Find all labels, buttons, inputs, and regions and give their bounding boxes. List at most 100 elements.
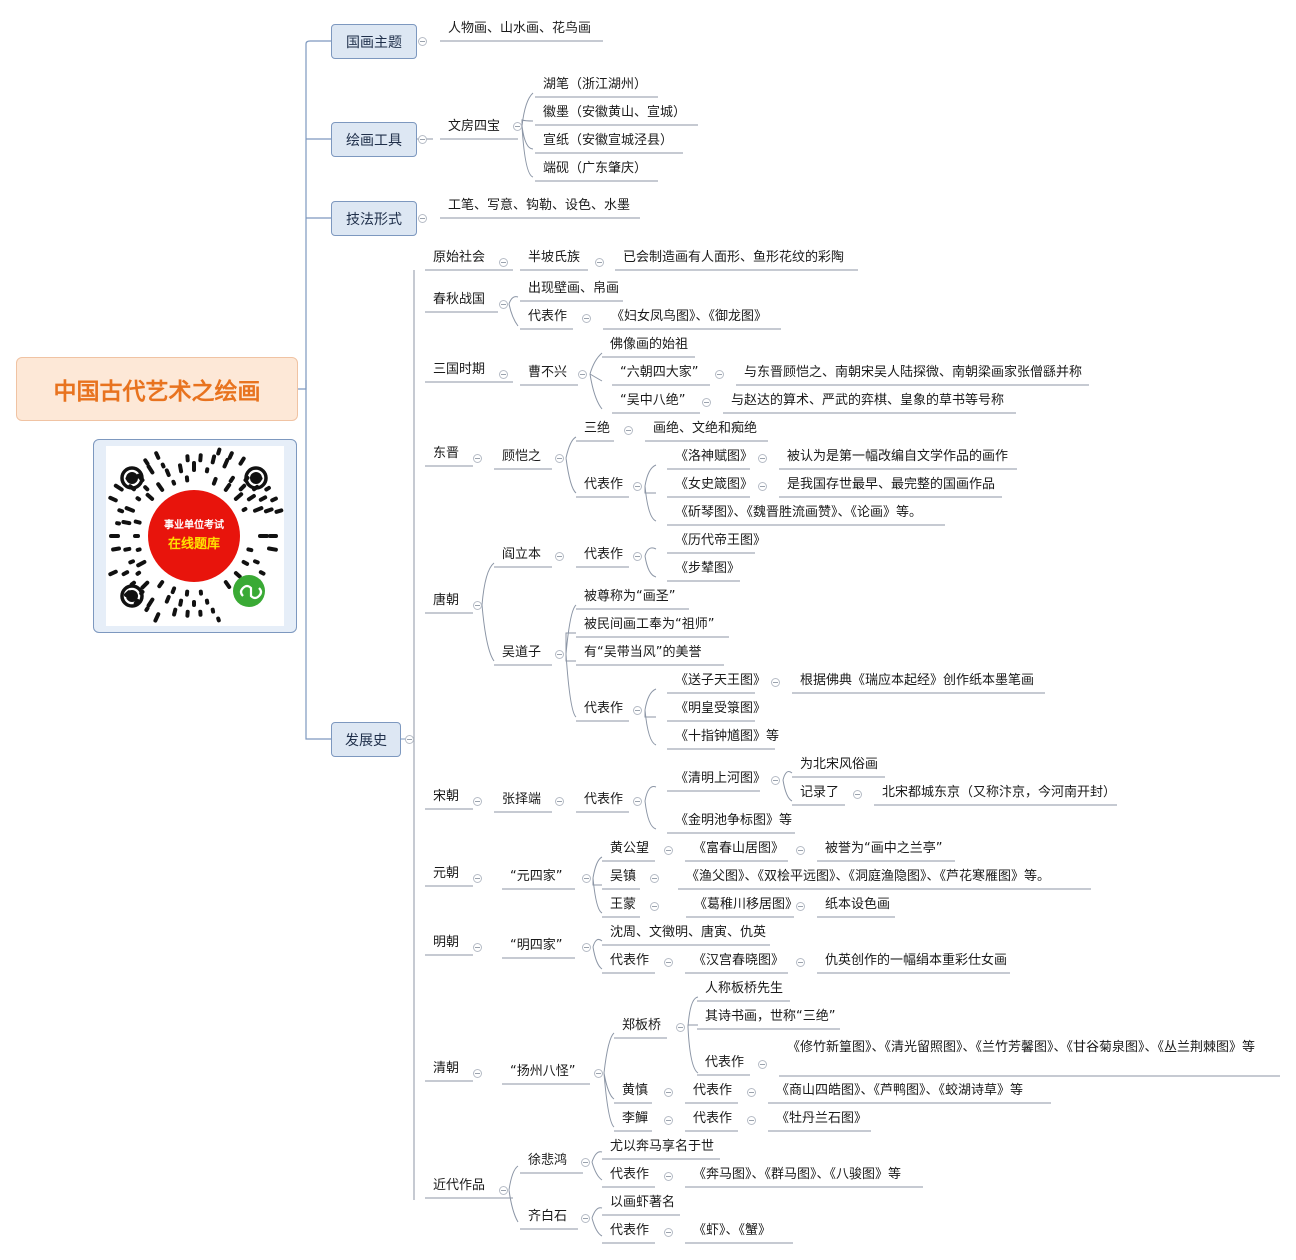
- node-text[interactable]: 湖笔（浙江湖州）: [543, 77, 648, 92]
- era-label[interactable]: 原始社会: [433, 250, 486, 265]
- node-text[interactable]: 根据佛典《瑞应本起经》创作纸本墨笔画: [800, 673, 1035, 688]
- node-text[interactable]: “扬州八怪”: [510, 1064, 576, 1079]
- collapse-toggle[interactable]: [594, 1069, 603, 1078]
- node-text[interactable]: “吴中八绝”: [620, 393, 686, 408]
- collapse-toggle[interactable]: [473, 943, 482, 952]
- collapse-toggle[interactable]: [555, 650, 564, 659]
- collapse-toggle[interactable]: [499, 258, 508, 267]
- node-text[interactable]: 文房四宝: [448, 119, 501, 134]
- node-text[interactable]: 被民间画工奉为“祖师”: [584, 617, 715, 632]
- collapse-toggle[interactable]: [473, 601, 482, 610]
- node-text[interactable]: 王蒙: [610, 897, 637, 912]
- node-text[interactable]: 郑板桥: [622, 1018, 662, 1033]
- node-text[interactable]: 沈周、文徵明、唐寅、仇英: [610, 925, 767, 940]
- era-label[interactable]: 唐朝: [433, 593, 460, 608]
- era-label[interactable]: 近代作品: [433, 1178, 486, 1193]
- collapse-toggle[interactable]: [747, 1116, 756, 1125]
- node-text[interactable]: 吴镇: [610, 869, 637, 884]
- node-text[interactable]: 《富春山居图》: [693, 841, 785, 856]
- node-text[interactable]: “元四家”: [510, 869, 563, 884]
- node-text[interactable]: 《修竹新篁图》、《清光留照图》、《兰竹芳馨图》、《甘谷菊泉图》、《丛兰荆棘图》等: [787, 1040, 1256, 1055]
- node-text[interactable]: 代表作: [584, 547, 624, 562]
- node-text[interactable]: 代表作: [528, 309, 568, 324]
- collapse-toggle[interactable]: [633, 797, 642, 806]
- node-text[interactable]: 吴道子: [502, 645, 542, 660]
- collapse-toggle[interactable]: [715, 370, 724, 379]
- node-text[interactable]: 《奔马图》、《群马图》、《八骏图》等: [693, 1167, 902, 1182]
- collapse-toggle[interactable]: [473, 797, 482, 806]
- node-text[interactable]: 《步辇图》: [675, 561, 741, 576]
- node-text[interactable]: 被认为是第一幅改编自文学作品的画作: [787, 449, 1009, 464]
- node-text[interactable]: 端砚（广东肇庆）: [543, 161, 648, 176]
- topic-history[interactable]: 发展史: [331, 722, 401, 757]
- collapse-toggle[interactable]: [582, 874, 591, 883]
- era-label[interactable]: 宋朝: [433, 789, 460, 804]
- node-text[interactable]: 张择端: [502, 792, 542, 807]
- collapse-toggle[interactable]: [771, 776, 780, 785]
- collapse-toggle[interactable]: [650, 902, 659, 911]
- node-text[interactable]: 人称板桥先生: [705, 981, 784, 996]
- collapse-toggle[interactable]: [664, 846, 673, 855]
- collapse-toggle[interactable]: [664, 1088, 673, 1097]
- collapse-toggle[interactable]: [581, 1214, 590, 1223]
- collapse-toggle[interactable]: [499, 1186, 508, 1195]
- collapse-toggle[interactable]: [418, 37, 427, 46]
- collapse-toggle[interactable]: [633, 482, 642, 491]
- era-label[interactable]: 东晋: [433, 446, 460, 461]
- node-text[interactable]: “六朝四大家”: [620, 365, 699, 380]
- collapse-toggle[interactable]: [796, 958, 805, 967]
- node-text[interactable]: 代表作: [610, 1223, 650, 1238]
- topic-techniques[interactable]: 技法形式: [331, 201, 417, 236]
- collapse-toggle[interactable]: [758, 454, 767, 463]
- collapse-toggle[interactable]: [595, 258, 604, 267]
- collapse-toggle[interactable]: [473, 454, 482, 463]
- collapse-toggle[interactable]: [664, 958, 673, 967]
- node-text[interactable]: 代表作: [693, 1083, 733, 1098]
- collapse-toggle[interactable]: [555, 552, 564, 561]
- collapse-toggle[interactable]: [499, 370, 508, 379]
- node-text[interactable]: 《金明池争标图》等: [675, 813, 793, 828]
- node-text[interactable]: 黄慎: [622, 1083, 649, 1098]
- node-text[interactable]: 北宋都城东京（又称汴京，今河南开封）: [882, 785, 1117, 800]
- collapse-toggle[interactable]: [633, 706, 642, 715]
- node-text[interactable]: “明四家”: [510, 938, 563, 953]
- node-text[interactable]: 代表作: [584, 477, 624, 492]
- node-text[interactable]: 曹不兴: [528, 365, 568, 380]
- collapse-toggle[interactable]: [513, 122, 522, 131]
- era-label[interactable]: 元朝: [433, 866, 460, 881]
- node-text[interactable]: 被誉为“画中之兰亭”: [825, 841, 943, 856]
- collapse-toggle[interactable]: [747, 1088, 756, 1097]
- node-text[interactable]: 《虾》、《蟹》: [693, 1223, 772, 1238]
- collapse-toggle[interactable]: [555, 454, 564, 463]
- node-text[interactable]: 《洛神赋图》: [675, 449, 754, 464]
- node-text[interactable]: 已会制造画有人面形、鱼形花纹的彩陶: [623, 250, 845, 265]
- era-label[interactable]: 春秋战国: [433, 292, 486, 307]
- era-label[interactable]: 明朝: [433, 935, 460, 950]
- collapse-toggle[interactable]: [771, 678, 780, 687]
- node-text[interactable]: 人物画、山水画、花鸟画: [448, 21, 592, 36]
- node-text[interactable]: 李鱓: [622, 1111, 649, 1126]
- node-text[interactable]: 阎立本: [502, 547, 542, 562]
- node-text[interactable]: 与赵达的算术、严武的弈棋、皇象的草书等号称: [731, 393, 1005, 408]
- root-topic[interactable]: 中国古代艺术之绘画: [16, 357, 298, 421]
- node-text[interactable]: 《葛稚川移居图》: [694, 897, 799, 912]
- collapse-toggle[interactable]: [664, 1172, 673, 1181]
- collapse-toggle[interactable]: [702, 398, 711, 407]
- collapse-toggle[interactable]: [582, 943, 591, 952]
- collapse-toggle[interactable]: [758, 1060, 767, 1069]
- collapse-toggle[interactable]: [581, 1158, 590, 1167]
- node-text[interactable]: 代表作: [705, 1055, 745, 1070]
- era-label[interactable]: 三国时期: [433, 362, 486, 377]
- node-text[interactable]: 《十指钟馗图》等: [675, 729, 780, 744]
- node-text[interactable]: 齐白石: [528, 1209, 568, 1224]
- collapse-toggle[interactable]: [758, 482, 767, 491]
- node-text[interactable]: 《斫琴图》、《魏晋胜流画赞》、《论画》等。: [675, 505, 923, 520]
- node-text[interactable]: 三绝: [584, 421, 611, 436]
- node-text[interactable]: 半坡氏族: [528, 250, 581, 265]
- collapse-toggle[interactable]: [796, 846, 805, 855]
- collapse-toggle[interactable]: [676, 1023, 685, 1032]
- node-text[interactable]: 以画虾著名: [610, 1195, 676, 1210]
- node-text[interactable]: 出现壁画、帛画: [528, 281, 620, 296]
- node-text[interactable]: 尤以奔马享名于世: [610, 1139, 715, 1154]
- node-text[interactable]: 宣纸（安徽宣城泾县）: [543, 133, 674, 148]
